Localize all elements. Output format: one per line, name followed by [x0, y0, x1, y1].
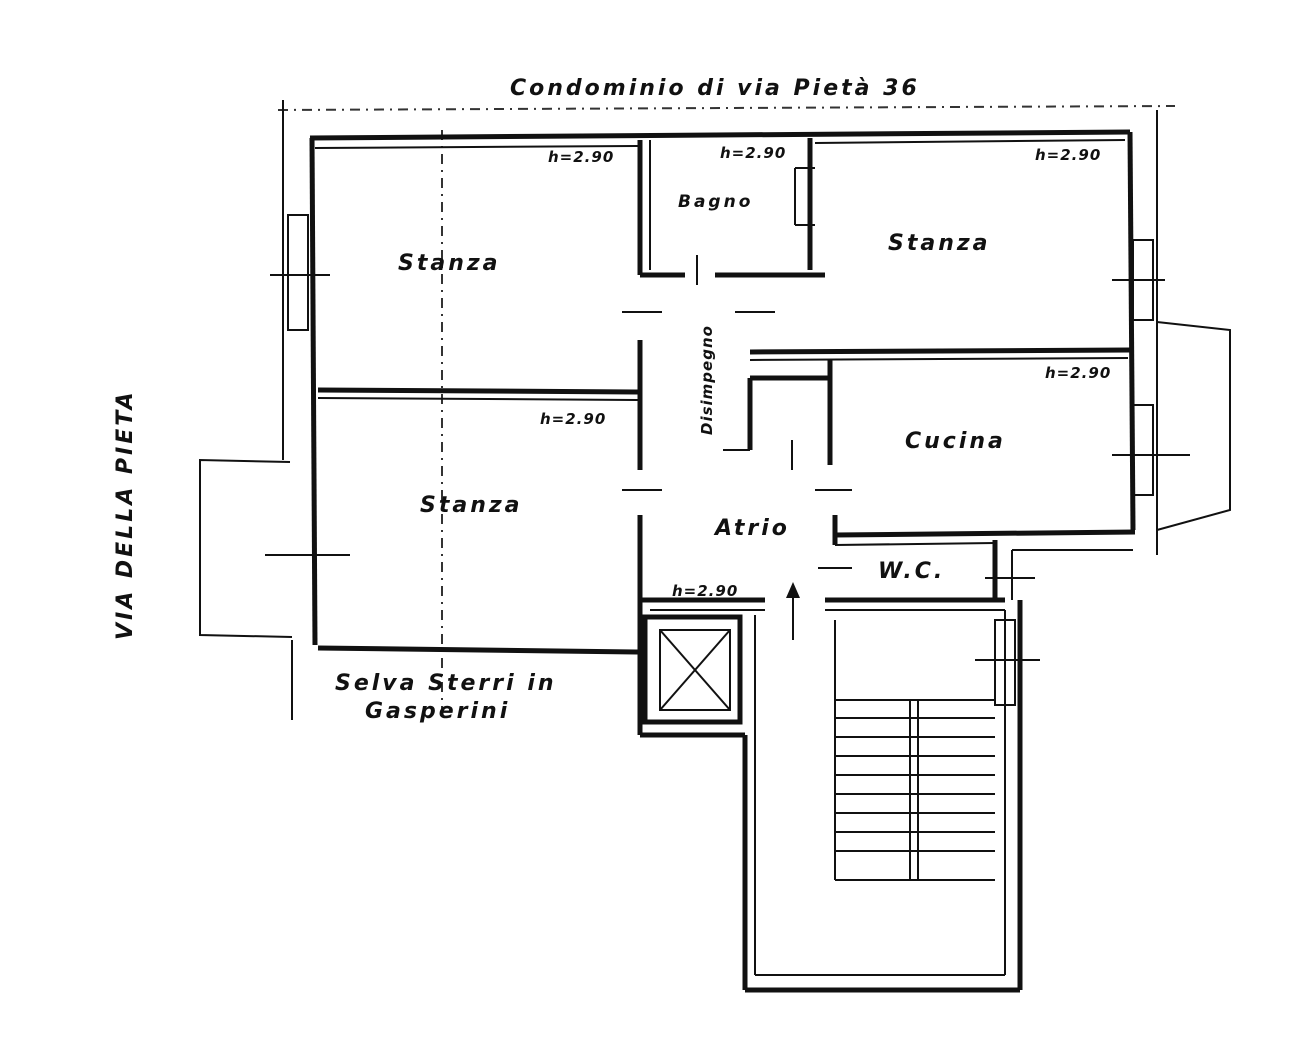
room-label-cucina: Cucina	[905, 429, 1006, 454]
height-label-cucina: h=2.90	[1045, 364, 1111, 382]
interior-walls	[317, 138, 1133, 735]
neighbor-label-line2: Gasperini	[365, 699, 510, 724]
property-boundary	[277, 100, 1176, 720]
room-label-disimpegno: Disimpegno	[698, 325, 716, 435]
neighbor-label-line1: Selva Sterri in	[335, 671, 557, 696]
room-label-bagno: Bagno	[678, 192, 753, 212]
room-label-stanza-bottom-left: Stanza	[420, 493, 523, 518]
height-label-stanza-top-left: h=2.90	[548, 148, 614, 166]
outer-walls	[309, 129, 1136, 655]
stairwell	[742, 600, 1023, 993]
room-label-stanza-top-left: Stanza	[398, 251, 501, 276]
height-label-bagno: h=2.90	[720, 144, 786, 162]
room-label-stanza-top-right: Stanza	[888, 231, 991, 256]
room-label-atrio: Atrio	[713, 516, 790, 541]
height-label-atrio: h=2.90	[672, 582, 738, 600]
balconies	[199, 321, 1231, 638]
lift-shaft	[640, 614, 745, 738]
room-label-wc: W.C.	[878, 559, 945, 584]
building-label: Condominio di via Pietà 36	[510, 76, 920, 101]
street-label-left: VIA DELLA PIETA	[113, 389, 138, 640]
entrance-arrow-icon	[786, 582, 800, 640]
height-label-stanza-bottom-left: h=2.90	[540, 410, 606, 428]
door-markers	[622, 255, 852, 569]
stair-treads	[835, 699, 995, 852]
height-label-stanza-top-right: h=2.90	[1035, 146, 1101, 164]
